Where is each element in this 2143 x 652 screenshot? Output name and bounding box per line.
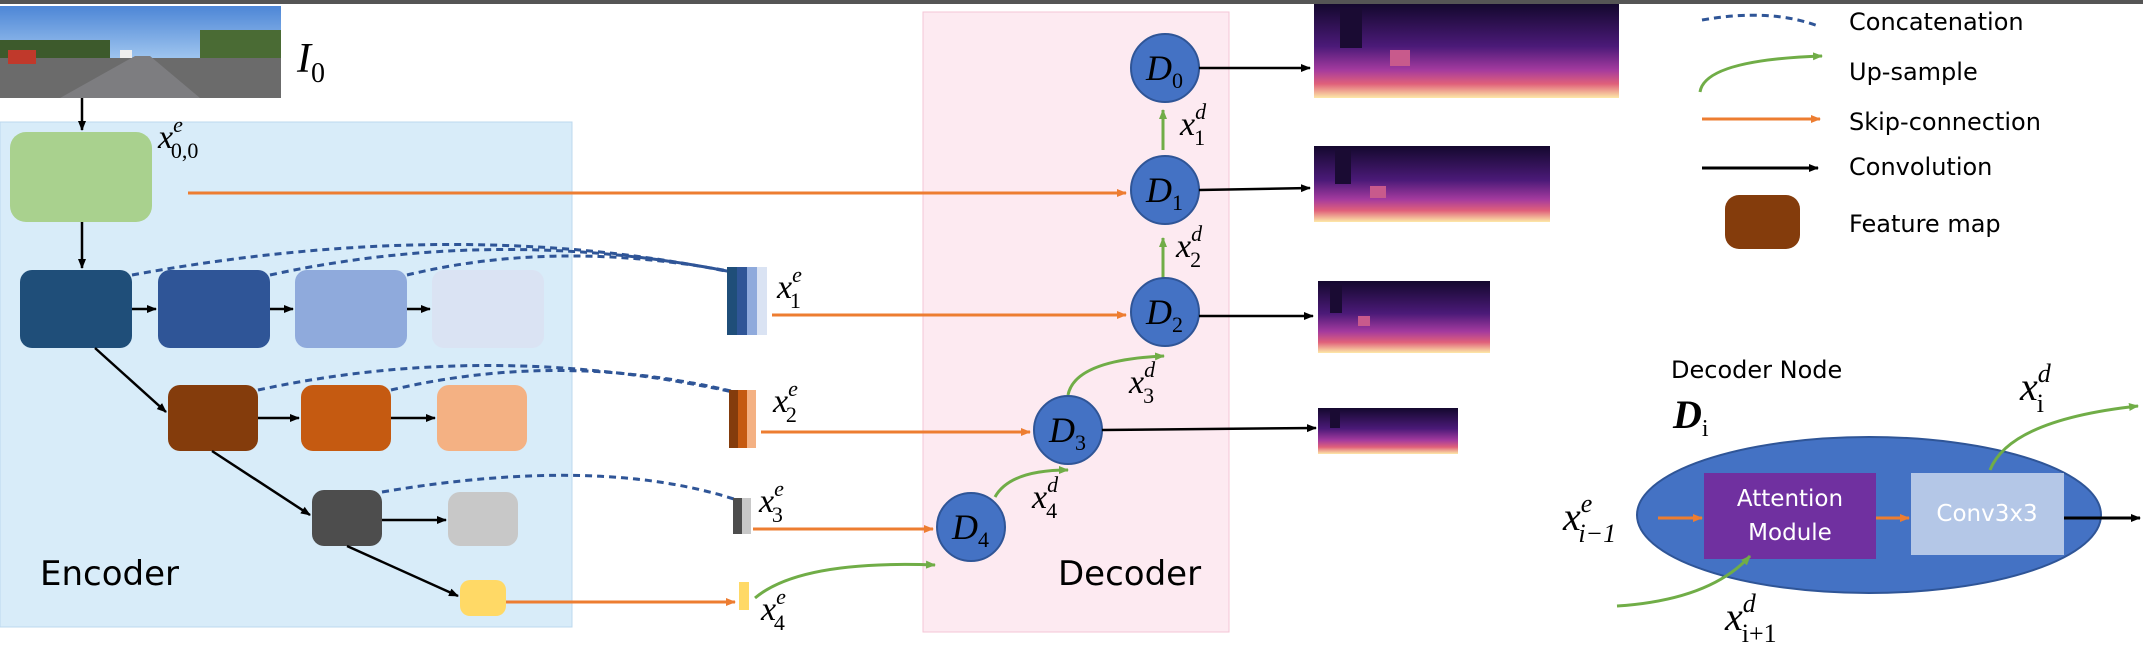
svg-text:D0: D0 (1145, 48, 1183, 93)
encoder-block-4-0 (460, 580, 506, 616)
depth-map-output-2 (1318, 281, 1490, 353)
skip-connections (188, 189, 1127, 606)
concat-stack-3 (733, 498, 751, 534)
encoder-block-00 (10, 132, 152, 222)
conv3x3-block (1911, 473, 2064, 555)
encoder-block-1-0 (20, 270, 132, 348)
encoder-block-3-0 (312, 490, 382, 546)
legend-feature-map-label: Feature map (1849, 210, 2001, 238)
svg-text:D3: D3 (1048, 410, 1086, 455)
legend-upsample-swatch (1698, 52, 1823, 93)
legend-concat-swatch (1701, 13, 1819, 28)
depth-map-output-1 (1314, 146, 1550, 222)
encoder-title: Encoder (40, 554, 179, 594)
attention-module-line1: Attention (1737, 486, 1843, 512)
decoder-node-d3: D3 (1033, 395, 1103, 465)
decoder-node-d0: D0 (1130, 33, 1200, 103)
encoder-block-1-2 (295, 270, 407, 348)
legend-skip-label: Skip-connection (1849, 108, 2041, 136)
encoder-conv-arrows (78, 98, 459, 598)
legend-concat-label: Concatenation (1849, 8, 2024, 36)
encoder-block-1-3 (432, 270, 544, 348)
encoder-block-3-1 (448, 492, 518, 546)
svg-text:D1: D1 (1145, 170, 1183, 215)
decoder-node-d1: D1 (1130, 155, 1200, 225)
depth-map-output-0 (1314, 4, 1619, 98)
decoder-node-d4: D4 (936, 492, 1006, 562)
decoder-title: Decoder (1058, 554, 1201, 594)
decoder-node-d2: D2 (1130, 277, 1200, 347)
decoder-node-detail: Decoder Node Di Attention Module Conv3x3… (1562, 356, 2141, 648)
svg-text:D2: D2 (1145, 292, 1183, 337)
svg-text:D4: D4 (951, 507, 989, 552)
attention-module-line2: Module (1748, 520, 1832, 546)
input-label: I0 (296, 36, 325, 89)
input-road-image (0, 6, 281, 98)
legend-upsample-label: Up-sample (1849, 58, 1978, 86)
decoder-output-arrows (1101, 64, 1317, 433)
node-detail-symbol: Di (1672, 392, 1709, 442)
encoder-block-2-1 (301, 385, 391, 451)
legend-conv-label: Convolution (1849, 153, 1992, 181)
concatenation-curves (131, 243, 740, 502)
encoder-block-2-2 (437, 385, 527, 451)
encoder-block-2-0 (168, 385, 258, 451)
depth-map-output-3 (1318, 408, 1458, 454)
concat-stack-4 (739, 582, 749, 610)
legend: Concatenation Up-sample Skip-connection … (1698, 8, 2041, 249)
node-detail-title: Decoder Node (1671, 356, 1842, 384)
attention-module-block (1704, 473, 1876, 559)
concat-stack-1 (727, 267, 767, 335)
legend-feature-map-swatch (1725, 195, 1800, 249)
top-border (0, 0, 2143, 4)
encoder-block-1-1 (158, 270, 270, 348)
upsample-arrows (754, 109, 1167, 600)
conv3x3-label: Conv3x3 (1936, 501, 2037, 527)
concat-stack-2 (729, 390, 756, 448)
